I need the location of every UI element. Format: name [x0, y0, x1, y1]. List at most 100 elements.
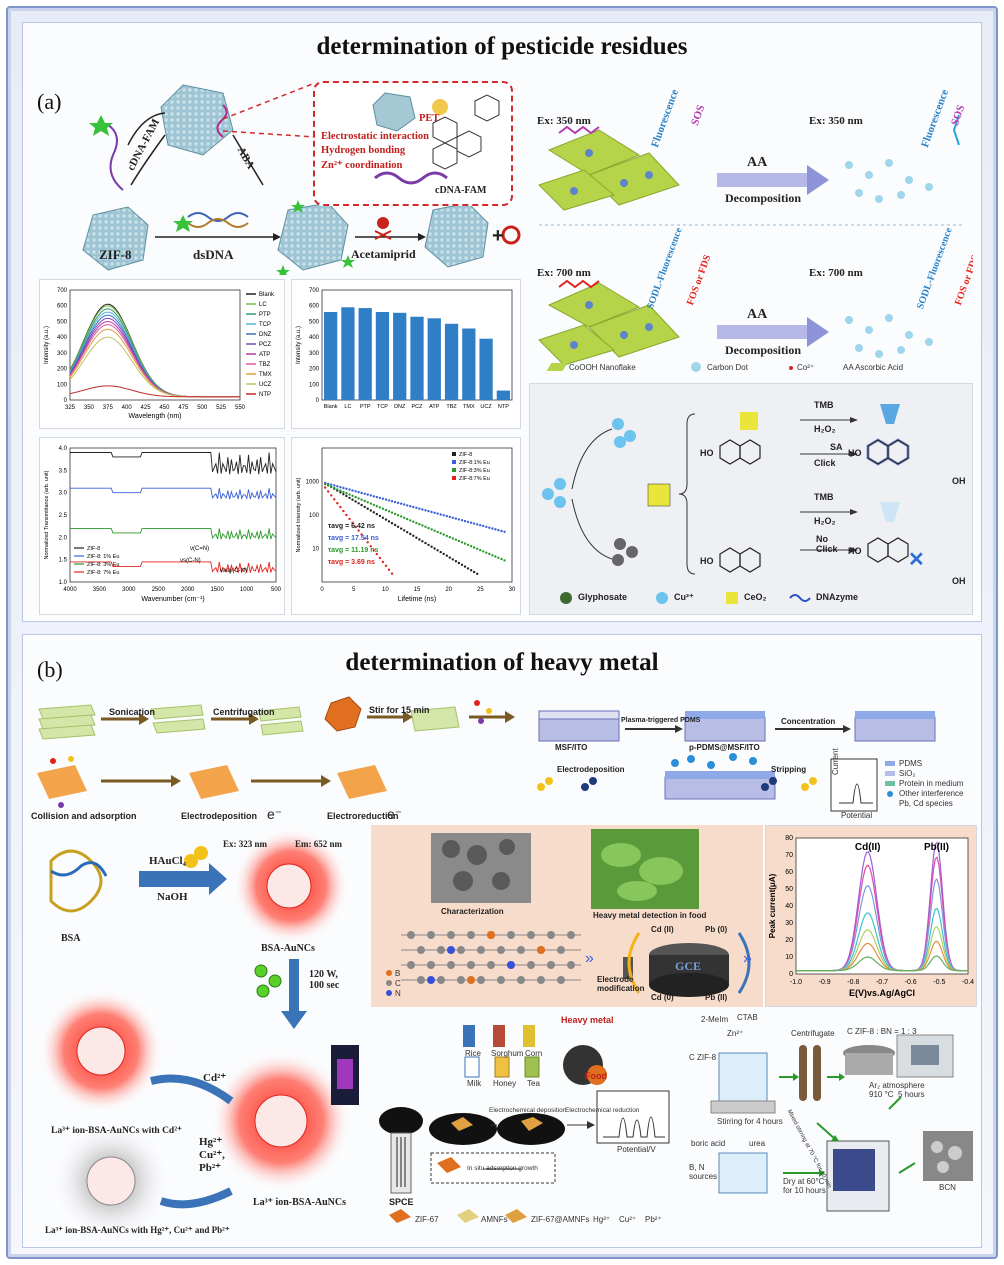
legend-zif67: ZIF-67	[415, 1215, 439, 1224]
pet-label: PET	[419, 113, 440, 124]
reagent-ctab: CTAB	[737, 1013, 758, 1022]
decay-point	[390, 572, 394, 575]
fl-ytick: 500	[57, 319, 68, 325]
decay-point	[421, 508, 424, 511]
decay-point	[442, 552, 445, 556]
electrodeposition-b-label: Electrodeposition	[557, 765, 625, 774]
decay-point	[427, 509, 430, 513]
fl-legend-label: ATP	[259, 352, 270, 358]
decay-point	[372, 549, 375, 552]
legend-pb2: Pb²⁺	[645, 1215, 662, 1224]
decay-legend-label: ZIF-8	[459, 452, 472, 458]
pb2-label: Pb (II)	[705, 993, 728, 1002]
sa-label: SA	[830, 442, 843, 452]
fl-xtick: 325	[65, 405, 76, 411]
decay-point	[418, 507, 421, 510]
decay-ytick: 10	[312, 547, 319, 553]
decay-point	[491, 554, 494, 557]
decay-point	[363, 492, 366, 495]
carbon-dot-swatch	[691, 362, 701, 372]
panel-a: determination of pesticide residues (a)	[22, 22, 982, 622]
decay-point	[333, 486, 336, 490]
legend-cu2: Cu²⁺	[619, 1215, 637, 1224]
swv-ytick: 50	[785, 886, 793, 893]
decay-point	[363, 499, 366, 503]
ftir-ytick: 2.0	[59, 535, 68, 541]
ftir-ytick: 1.5	[59, 558, 68, 564]
decay-point	[387, 568, 391, 571]
bsa-aunc-scheme: BSA HAuCl₄ NaOH Ex: 323 nm Em: 652 nm BS…	[31, 831, 375, 1243]
decay-point	[460, 563, 464, 566]
decay-point	[454, 560, 458, 563]
decay-point	[327, 484, 330, 487]
ftir-annotation: νasy(C-N)	[220, 568, 247, 574]
decay-point	[460, 519, 464, 522]
reagent-zn: Zn²⁺	[727, 1029, 744, 1038]
decay-point	[339, 505, 342, 509]
decay-point	[360, 503, 363, 507]
bsa-label: BSA	[61, 933, 81, 944]
electroreduction-label: Electroreduction	[327, 811, 399, 821]
bar-mark	[427, 318, 441, 400]
spce-label: SPCE	[389, 1197, 414, 1207]
ftir-ytick: 3.5	[59, 468, 68, 474]
decay-point	[330, 494, 333, 497]
decay-ytick: 1000	[306, 480, 320, 486]
panel-b-letter: (b)	[37, 657, 63, 682]
interaction-text-3: Zn²⁺ coordination	[321, 160, 403, 171]
decay-point	[336, 502, 339, 505]
decay-point	[366, 507, 369, 510]
decay-point	[366, 541, 369, 544]
fl-legend-label: Blank	[259, 292, 275, 298]
ho-label-1: HO	[700, 448, 714, 458]
decay-point	[327, 490, 330, 493]
decay-point	[454, 517, 458, 520]
ftir-annotation: ν(C=N)	[190, 546, 209, 552]
decay-point	[457, 518, 461, 521]
decay-point	[396, 501, 400, 505]
decay-legend-label: ZIF-8:7% Eu	[459, 476, 490, 482]
swv-ytick: 0	[789, 971, 793, 978]
decay-point	[369, 494, 372, 497]
decay-legend-swatch	[452, 468, 456, 472]
decay-point	[384, 518, 388, 521]
decay-xtick: 0	[320, 587, 324, 593]
tmb-label-2: TMB	[814, 492, 834, 502]
ftir-ytick: 1.0	[59, 580, 68, 586]
mof-nanosheet-scheme: e⁻ e⁻ Sonication Centrifugation Stir for…	[31, 695, 515, 825]
ftir-xlabel: Wavenumber (cm⁻¹)	[141, 596, 204, 603]
decay-xtick: 5	[352, 587, 356, 593]
decay-point	[375, 495, 378, 499]
decay-xlabel: Lifetime (ns)	[398, 596, 437, 603]
bar-xtick: TBZ	[446, 404, 457, 410]
ex-350-label: Ex: 350 nm	[537, 115, 591, 127]
decay-point	[363, 505, 366, 509]
cd-label: Cd²⁺	[203, 1072, 227, 1084]
hg-cu-pb-label: Hg²⁺ Cu²⁺, Pb²⁺	[199, 1136, 225, 1174]
ftir-ytick: 2.5	[59, 513, 68, 519]
ex-label: Ex: 323 nm	[223, 839, 268, 849]
legend-nanoflake: CoOOH Nanoflake	[569, 363, 636, 372]
ftir-ylabel: Normalized Transmittance (arb. unit)	[44, 470, 50, 559]
decay-point	[351, 498, 354, 501]
decay-point	[375, 552, 378, 556]
decay-point	[406, 517, 409, 521]
ftir-xtick: 3500	[93, 587, 107, 593]
ftir-ytick: 4.0	[59, 446, 68, 452]
legend-sio2: SiO₂	[899, 769, 916, 778]
fam-structure-art	[372, 92, 500, 185]
decay-point	[466, 520, 470, 524]
fl-series-line	[69, 324, 240, 398]
panel-b-title: determination of heavy metal	[345, 649, 659, 676]
ex-700b-label: Ex: 700 nm	[809, 267, 863, 279]
decay-point	[387, 510, 391, 513]
dry-label: Dry at 60°C for 10 hours	[783, 1177, 826, 1195]
decay-point	[454, 538, 458, 541]
bcn-scheme-art	[710, 1034, 973, 1212]
decay-point	[406, 531, 409, 534]
